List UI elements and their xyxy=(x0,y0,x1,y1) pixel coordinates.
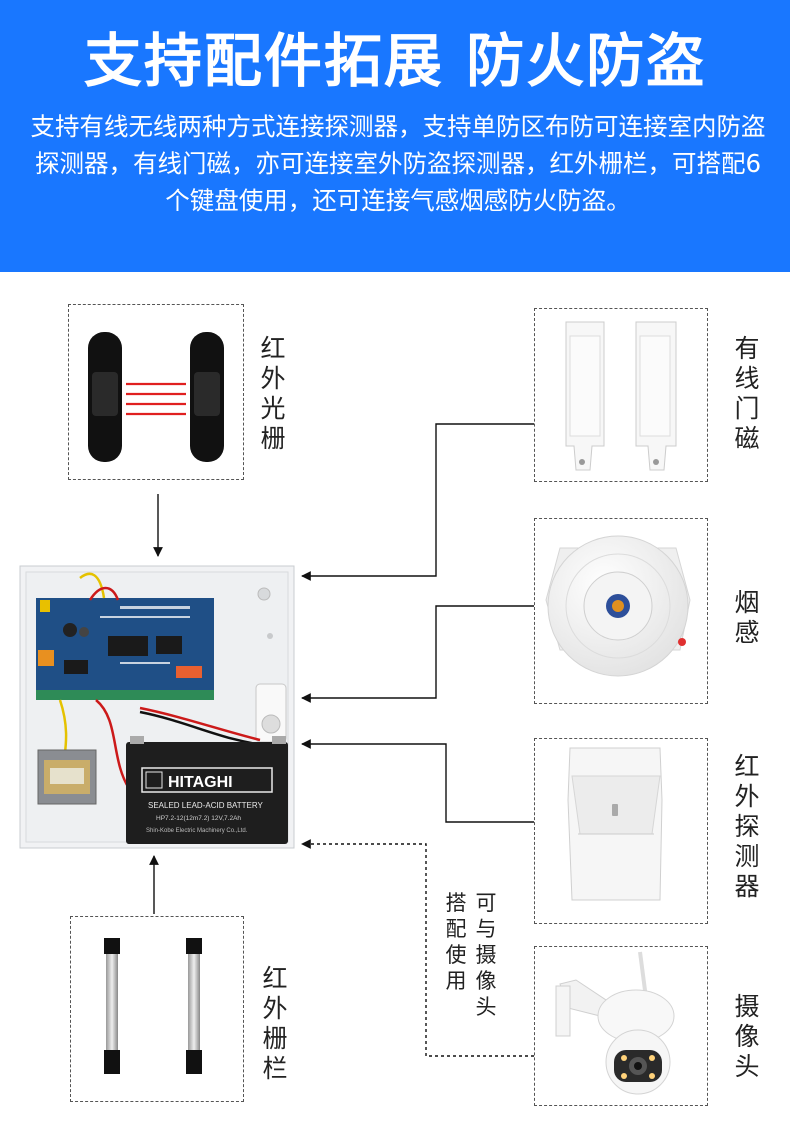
smoke-sensor-label: 烟感 xyxy=(734,588,760,647)
banner-description: 支持有线无线两种方式连接探测器，支持单防区布防可连接室内防盗探测器，有线门磁，亦… xyxy=(30,112,766,215)
infrared-beam-label: 红外光栅 xyxy=(260,334,286,453)
infrared-detector-image xyxy=(567,747,663,901)
infrared-fence-label: 红外栅栏 xyxy=(262,964,288,1083)
connector-lines xyxy=(149,423,534,1057)
infrared-fence-box xyxy=(70,916,244,1102)
door-sensor-label: 有线门磁 xyxy=(734,334,760,453)
battery-brand: HITAGHI xyxy=(168,774,233,791)
infrared-beam-image xyxy=(88,332,224,462)
header-banner: 支持配件拓展 防火防盗 支持有线无线两种方式连接探测器，支持单防区布防可连接室内… xyxy=(0,0,790,272)
camera-image xyxy=(555,951,675,1095)
banner-title: 支持配件拓展 防火防盗 xyxy=(83,27,707,95)
smoke-sensor-image xyxy=(545,535,691,677)
door-sensor-box xyxy=(534,308,708,482)
camera-label: 摄像头 xyxy=(734,992,760,1081)
battery-maker: Shin-Kobe Electric Machinery Co.,Ltd. xyxy=(146,828,248,834)
battery-image: HITAGHI SEALED LEAD-ACID BATTERY HP7.2-1… xyxy=(126,736,288,844)
infrared-detector-label: 红外探测器 xyxy=(734,752,760,901)
infrared-fence-image xyxy=(104,938,202,1074)
battery-spec: HP7.2-12(12m7.2) 12V,7.2Ah xyxy=(156,815,241,822)
camera-note-col2: 搭配使用 xyxy=(445,891,467,993)
battery-type: SEALED LEAD-ACID BATTERY xyxy=(148,801,264,810)
door-sensor-image xyxy=(565,321,677,471)
camera-note-col1: 可与摄像头 xyxy=(475,891,497,1019)
